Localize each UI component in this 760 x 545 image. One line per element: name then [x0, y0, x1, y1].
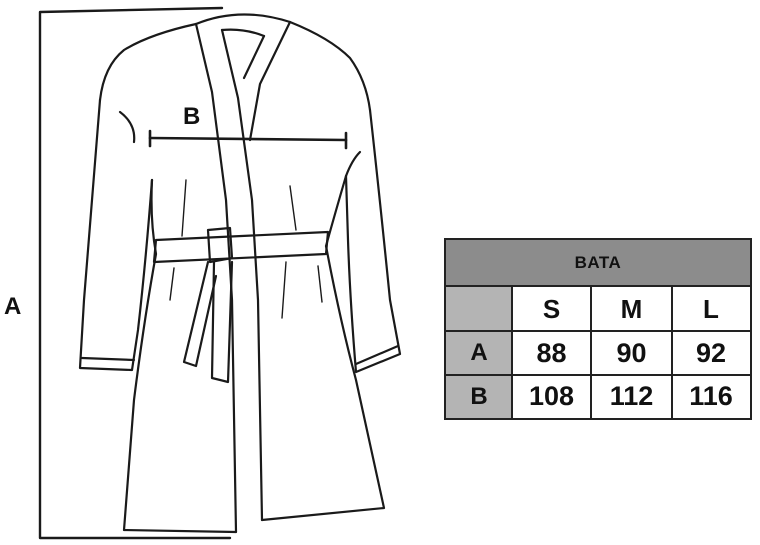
- value-a-m: 90: [616, 337, 647, 368]
- robe-right-lapel: [248, 20, 292, 142]
- table-grid-line: [446, 374, 750, 376]
- robe-right-lapel-edge: [242, 34, 266, 80]
- chest-label-b: B: [183, 103, 201, 130]
- table-grid-line: [671, 287, 673, 418]
- robe-left-sleeve: [78, 98, 154, 372]
- robe-left-lapel-edge: [220, 28, 264, 522]
- robe-right-sleeve: [344, 108, 402, 374]
- row-label-a: A: [446, 331, 512, 375]
- robe-right-side: [260, 174, 386, 522]
- table-corner-cell: [446, 287, 512, 331]
- robe-right-cuff: [354, 344, 400, 366]
- robe-left-cuff: [80, 356, 136, 362]
- robe-fold: [289, 185, 297, 231]
- size-header-m: M: [620, 293, 643, 324]
- robe-belt-knot: [206, 226, 234, 264]
- length-measure-frame: [38, 6, 232, 540]
- table-grid-line: [511, 287, 513, 418]
- robe-left-armhole: [118, 110, 136, 144]
- robe-belt-tail-left: [182, 260, 218, 368]
- robe-fold: [181, 179, 187, 237]
- robe-fold: [169, 267, 175, 301]
- length-label-a: A: [4, 293, 22, 320]
- row-label-b: B: [446, 375, 512, 418]
- value-b-m: 112: [609, 381, 654, 411]
- robe-right-armhole: [344, 150, 362, 178]
- value-a-s: 88: [536, 337, 567, 368]
- robe-back-collar: [194, 13, 292, 26]
- value-b-l: 116: [689, 381, 733, 411]
- table-grid-line: [590, 287, 592, 418]
- robe-right-shoulder: [288, 20, 372, 112]
- robe-neck-inner: [220, 28, 266, 38]
- robe-belt: [152, 230, 330, 264]
- robe-left-side: [122, 178, 238, 534]
- chest-measure-line: [148, 136, 348, 142]
- robe-fold: [281, 261, 287, 319]
- table-title: BATA: [446, 240, 750, 287]
- size-header-l: L: [703, 293, 719, 324]
- value-a-l: 92: [695, 337, 727, 368]
- robe-fold: [317, 265, 323, 303]
- table-grid-line: [446, 330, 750, 332]
- robe-belt-tail-right: [210, 260, 234, 384]
- robe-left-lapel: [194, 22, 238, 534]
- size-header-s: S: [542, 293, 561, 324]
- size-table: BATA S M L A 88 90 92 B 108 112 116: [444, 238, 752, 420]
- robe-left-shoulder: [98, 22, 198, 102]
- value-b-s: 108: [528, 381, 575, 411]
